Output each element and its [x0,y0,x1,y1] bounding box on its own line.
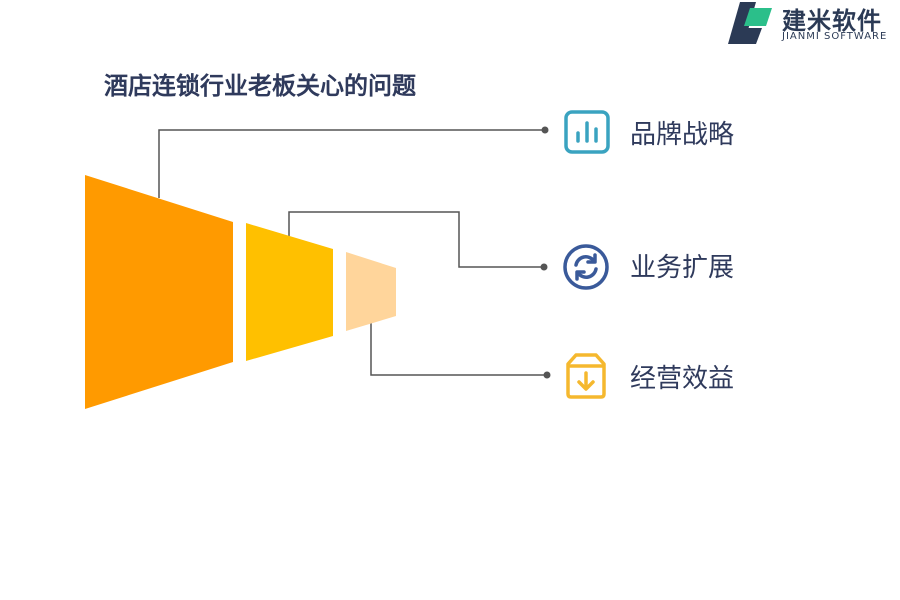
download-box-icon [566,353,606,399]
bar-chart-icon [564,110,610,154]
item-label-operating-benefit: 经营效益 [630,364,735,394]
item-label-brand-strategy: 品牌战略 [630,120,735,150]
brand-name-en: JIANMI SOFTWARE [782,31,888,42]
connector-dot-3 [543,371,551,379]
funnel-segment-2 [246,223,333,361]
connector-line-3 [370,322,547,376]
connector-line-2 [288,211,544,268]
page-title: 酒店连锁行业老板关心的问题 [104,71,416,100]
connector-line-1 [158,129,545,198]
funnel-segment-3 [346,252,396,331]
connector-dot-1 [541,126,549,134]
connector-dot-2 [540,263,548,271]
brand-logo: 建米软件 JIANMI SOFTWARE [726,0,900,46]
jianmi-logo-icon [728,2,772,44]
funnel-segment-1 [85,175,233,409]
refresh-icon [563,244,609,290]
item-label-business-expansion: 业务扩展 [630,253,735,283]
brand-name-cn: 建米软件 [782,7,882,35]
